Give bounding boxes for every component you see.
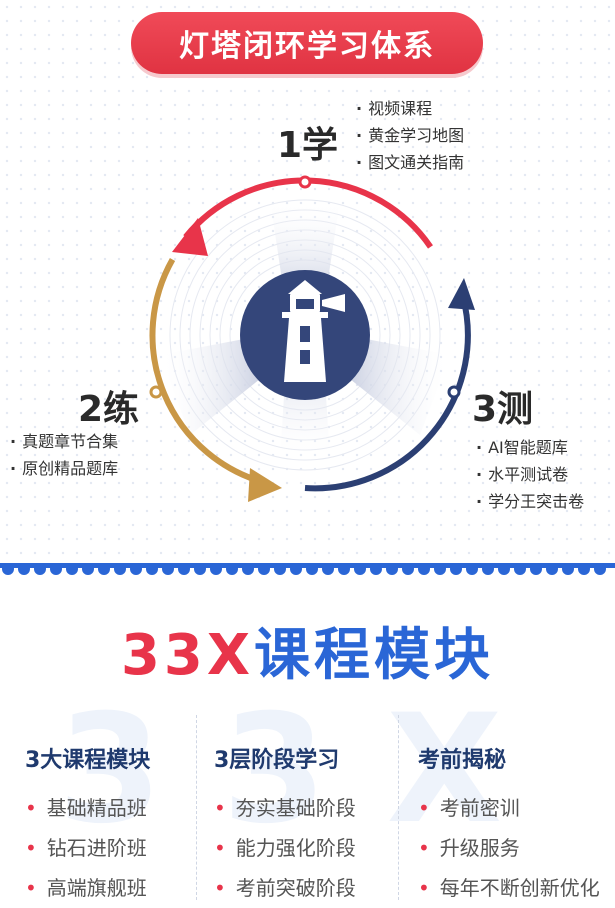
list-item: 钻石进阶班 bbox=[25, 828, 150, 868]
dot-practice bbox=[149, 385, 163, 399]
section-divider bbox=[0, 563, 615, 575]
lighthouse-icon bbox=[282, 280, 345, 382]
list-item: 黄金学习地图 bbox=[356, 122, 464, 149]
stage-test-list: AI智能题库 水平测试卷 学分王突击卷 bbox=[476, 434, 584, 515]
list-item: 考前突破阶段 bbox=[214, 868, 356, 908]
column-list: 基础精品班 钻石进阶班 高端旗舰班 bbox=[25, 788, 150, 908]
dot-learn bbox=[298, 175, 312, 189]
list-item: 视频课程 bbox=[356, 95, 464, 122]
list-item: 每年不断创新优化 bbox=[418, 868, 600, 908]
list-item: 水平测试卷 bbox=[476, 461, 584, 488]
column-title: 3层阶段学习 bbox=[214, 748, 340, 773]
list-item: 考前密训 bbox=[418, 788, 600, 828]
list-item: 升级服务 bbox=[418, 828, 600, 868]
dot-test bbox=[447, 385, 461, 399]
page-title: 灯塔闭环学习体系 bbox=[131, 12, 483, 74]
stage-learn-label: 1学 bbox=[277, 125, 339, 166]
list-item: 夯实基础阶段 bbox=[214, 788, 356, 828]
learning-cycle-diagram bbox=[149, 175, 475, 502]
stage-test-label: 3测 bbox=[472, 389, 534, 430]
light-beams bbox=[160, 200, 450, 460]
gold-arrowhead bbox=[248, 468, 282, 502]
navy-arrowhead bbox=[448, 278, 475, 310]
list-item: 图文通关指南 bbox=[356, 149, 464, 176]
module-title: 33X课程模块 bbox=[0, 610, 615, 691]
list-item: AI智能题库 bbox=[476, 434, 584, 461]
stage-learn-list: 视频课程 黄金学习地图 图文通关指南 bbox=[356, 95, 464, 176]
stage-practice-label: 2练 bbox=[78, 389, 140, 430]
list-item: 基础精品班 bbox=[25, 788, 150, 828]
gold-arc bbox=[149, 258, 267, 486]
list-item: 高端旗舰班 bbox=[25, 868, 150, 908]
column-list: 考前密训 升级服务 每年不断创新优化 bbox=[418, 788, 600, 908]
list-item: 原创精品题库 bbox=[10, 455, 118, 482]
column-title: 3大课程模块 bbox=[25, 748, 151, 773]
column-title: 考前揭秘 bbox=[418, 748, 507, 773]
red-arrowhead bbox=[172, 218, 208, 256]
stage-practice-list: 真题章节合集 原创精品题库 bbox=[10, 428, 118, 482]
list-item: 学分王突击卷 bbox=[476, 488, 584, 515]
column-list: 夯实基础阶段 能力强化阶段 考前突破阶段 bbox=[214, 788, 356, 908]
module-column-1: 3大课程模块 基础精品班 钻石进阶班 高端旗舰班 bbox=[25, 742, 150, 908]
module-title-text: 课程模块 bbox=[254, 623, 495, 688]
list-item: 能力强化阶段 bbox=[214, 828, 356, 868]
module-column-2: 3层阶段学习 夯实基础阶段 能力强化阶段 考前突破阶段 bbox=[214, 742, 356, 908]
column-separator bbox=[398, 715, 399, 900]
navy-arc bbox=[304, 296, 471, 492]
module-title-number: 33X bbox=[120, 623, 255, 688]
module-column-3: 考前揭秘 考前密训 升级服务 每年不断创新优化 bbox=[418, 742, 600, 908]
list-item: 真题章节合集 bbox=[10, 428, 118, 455]
column-separator bbox=[196, 715, 197, 900]
